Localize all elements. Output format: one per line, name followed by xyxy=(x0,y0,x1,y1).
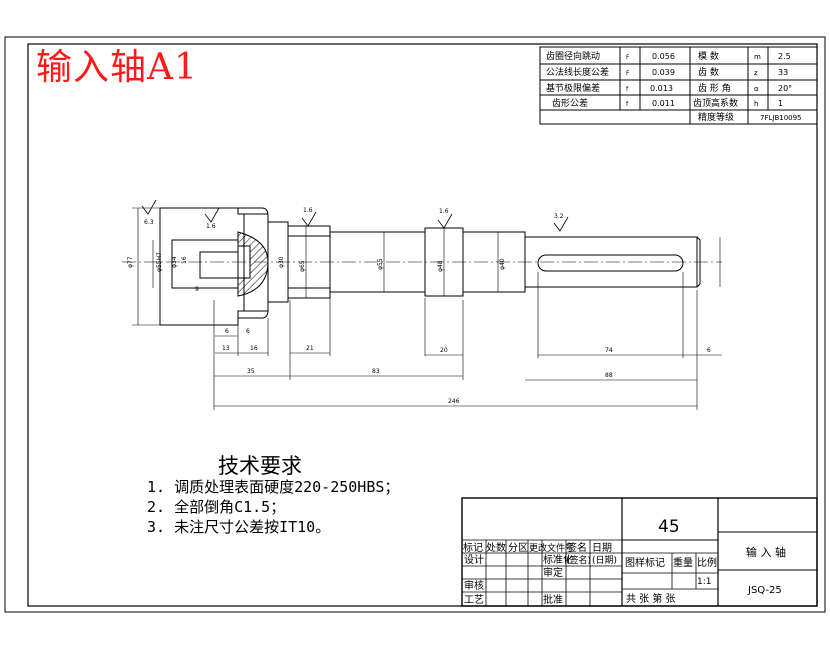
param-value: 0.013 xyxy=(650,84,673,93)
approve-label: 批准 xyxy=(543,593,563,606)
gear-value: 20° xyxy=(778,84,792,93)
signed-label: (签名) xyxy=(566,554,591,566)
rev-header: 更改文件号 xyxy=(529,542,574,554)
rev-header: 分区 xyxy=(508,542,528,554)
dim-label: 83 xyxy=(372,368,380,375)
gear-parameter-table xyxy=(539,46,818,125)
accuracy-value: 7FLJB10095 xyxy=(760,114,802,122)
drawing-code: JSQ-25 xyxy=(747,585,782,596)
dim-label: 246 xyxy=(448,398,460,405)
gear-value: 1 xyxy=(778,99,783,108)
dim-label: 21 xyxy=(306,345,314,352)
title-block-text: 45 输 入 轴 JSQ-25 1:1 标记 处数 分区 更改文件号 签名 日期… xyxy=(463,517,786,606)
diameter-label: φ55H7 xyxy=(156,252,163,272)
diameter-label: φ65 xyxy=(299,260,306,272)
diameter-label: φ77 xyxy=(127,256,134,268)
ratio-label: 比例 xyxy=(697,556,717,569)
diameter-label: φ34 xyxy=(171,256,178,268)
param-value: 0.039 xyxy=(652,68,675,77)
gear-name: 模 数 xyxy=(698,50,719,62)
param-value: 0.011 xyxy=(652,99,675,108)
dim-label: 16 xyxy=(250,345,258,352)
design-label: 设计 xyxy=(464,553,484,566)
title-block xyxy=(461,497,818,607)
diameter-label: φ30 xyxy=(278,256,285,268)
gear-name: 齿 数 xyxy=(698,66,719,78)
rev-header: 签名 xyxy=(567,541,587,554)
dim-label: 6 xyxy=(246,328,250,335)
rev-header: 处数 xyxy=(486,541,506,554)
tech-requirements-heading: 技术要求 xyxy=(218,454,302,478)
gear-symbol: α xyxy=(754,85,759,93)
accuracy-label: 精度等级 xyxy=(698,111,734,123)
tech-requirement-item: 1. 调质处理表面硬度220-250HBS； xyxy=(147,478,400,496)
std-label: 标准化 xyxy=(543,553,573,566)
gear-name: 齿 形 角 xyxy=(698,82,731,94)
param-symbol: f xyxy=(626,86,629,93)
roughness-label: 6.3 xyxy=(144,219,154,226)
tech-requirement-item: 3. 未注尺寸公差按IT10。 xyxy=(147,518,331,536)
key-width-label: 16 xyxy=(181,256,188,264)
craft-label: 工艺 xyxy=(464,594,484,606)
rev-header: 日期 xyxy=(592,542,612,554)
gear-value: 2.5 xyxy=(778,52,791,61)
param-symbol: F xyxy=(626,70,630,77)
param-name: 公法线长度公差 xyxy=(546,66,609,78)
diameter-label: φ48 xyxy=(437,260,444,272)
dim-label: 6 xyxy=(707,347,711,354)
dimension-text: 6 6 13 16 21 20 74 6 35 83 88 246 6.3 1.… xyxy=(127,207,711,405)
param-value: 0.056 xyxy=(652,52,675,61)
gear-name: 齿顶高系数 xyxy=(693,97,738,109)
param-symbol: f xyxy=(626,101,629,108)
param-name: 基节极限偏差 xyxy=(546,82,600,94)
dim-label: 13 xyxy=(222,345,230,352)
gear-symbol: m xyxy=(754,53,761,61)
check-label: 审核 xyxy=(464,579,484,592)
handwritten-title: 输入轴A1 xyxy=(36,47,198,88)
review-label: 审定 xyxy=(543,566,563,579)
dimension-lines xyxy=(132,207,722,410)
date-label: (日期) xyxy=(592,555,617,566)
diameter-label: φ55 xyxy=(377,258,384,270)
shaft-outline xyxy=(159,207,701,326)
diameter-label: φ40 xyxy=(499,258,506,270)
roughness-label: 1.6 xyxy=(439,208,449,215)
sheet-count: 共 张 第 张 xyxy=(626,592,676,605)
gear-parameter-text: 齿圈径向跳动 公法线长度公差 基节极限偏差 齿形公差 F F f f 0.056… xyxy=(546,50,802,123)
dim-label: 35 xyxy=(247,368,255,375)
dim-label: 74 xyxy=(605,347,613,354)
roughness-label: 3.2 xyxy=(554,213,564,220)
gear-symbol: h xyxy=(754,100,758,108)
rev-header: 标记 xyxy=(463,542,483,554)
inner-border xyxy=(27,43,818,607)
key-depth-label: 9 xyxy=(195,286,199,293)
weight-label: 重量 xyxy=(673,556,693,569)
scale-value: 1:1 xyxy=(697,577,711,587)
dim-label: 6 xyxy=(225,328,229,335)
material: 45 xyxy=(658,517,680,537)
stage-label: 图样标记 xyxy=(625,556,665,569)
gear-symbol: z xyxy=(754,69,758,77)
gear-value: 33 xyxy=(778,68,788,77)
dim-label: 88 xyxy=(605,372,613,379)
roughness-label: 1.6 xyxy=(303,207,313,214)
outer-border xyxy=(4,36,826,613)
part-name: 输 入 轴 xyxy=(746,545,786,559)
param-symbol: F xyxy=(626,54,630,61)
tech-requirement-item: 2. 全部倒角C1.5； xyxy=(147,498,286,516)
param-name: 齿形公差 xyxy=(552,97,588,109)
roughness-label: 1.6 xyxy=(206,223,216,230)
param-name: 齿圈径向跳动 xyxy=(546,50,600,62)
dim-label: 20 xyxy=(440,347,448,354)
roughness-symbols xyxy=(141,199,569,232)
